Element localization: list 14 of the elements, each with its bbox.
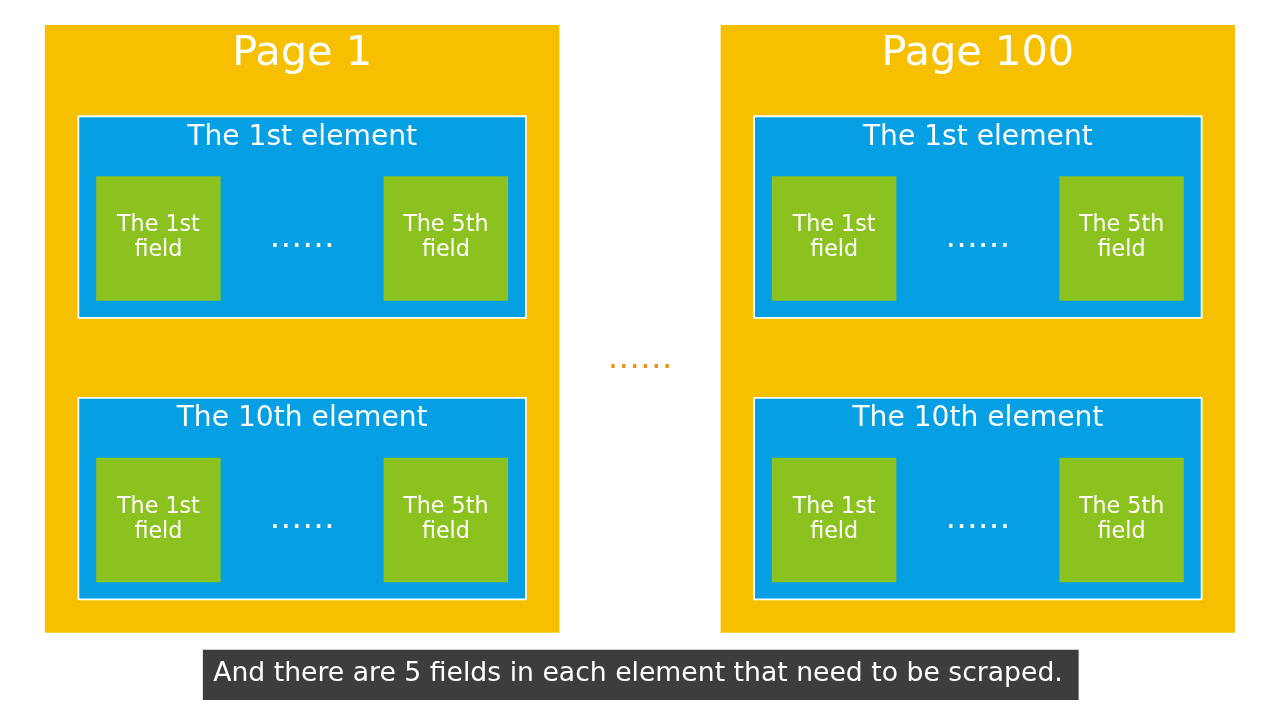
node-box: The 1st field xyxy=(771,176,897,301)
label: …… xyxy=(945,216,1011,255)
node-box: The 1st field xyxy=(96,176,221,301)
node-box: The 5th field xyxy=(383,176,509,301)
node-box: The 1st field xyxy=(96,457,221,583)
label: …… xyxy=(607,337,673,376)
caption: And there are 5 fields in each element that need to be scraped. xyxy=(213,656,1063,688)
node-box: The 5th field xyxy=(383,457,509,583)
label: …… xyxy=(269,216,335,255)
node-box: The 5th field xyxy=(1059,457,1184,583)
node-box: The 1st field xyxy=(771,457,897,583)
node-box: The 5th field xyxy=(1059,176,1184,301)
label: …… xyxy=(945,498,1011,537)
label: …… xyxy=(269,498,335,537)
